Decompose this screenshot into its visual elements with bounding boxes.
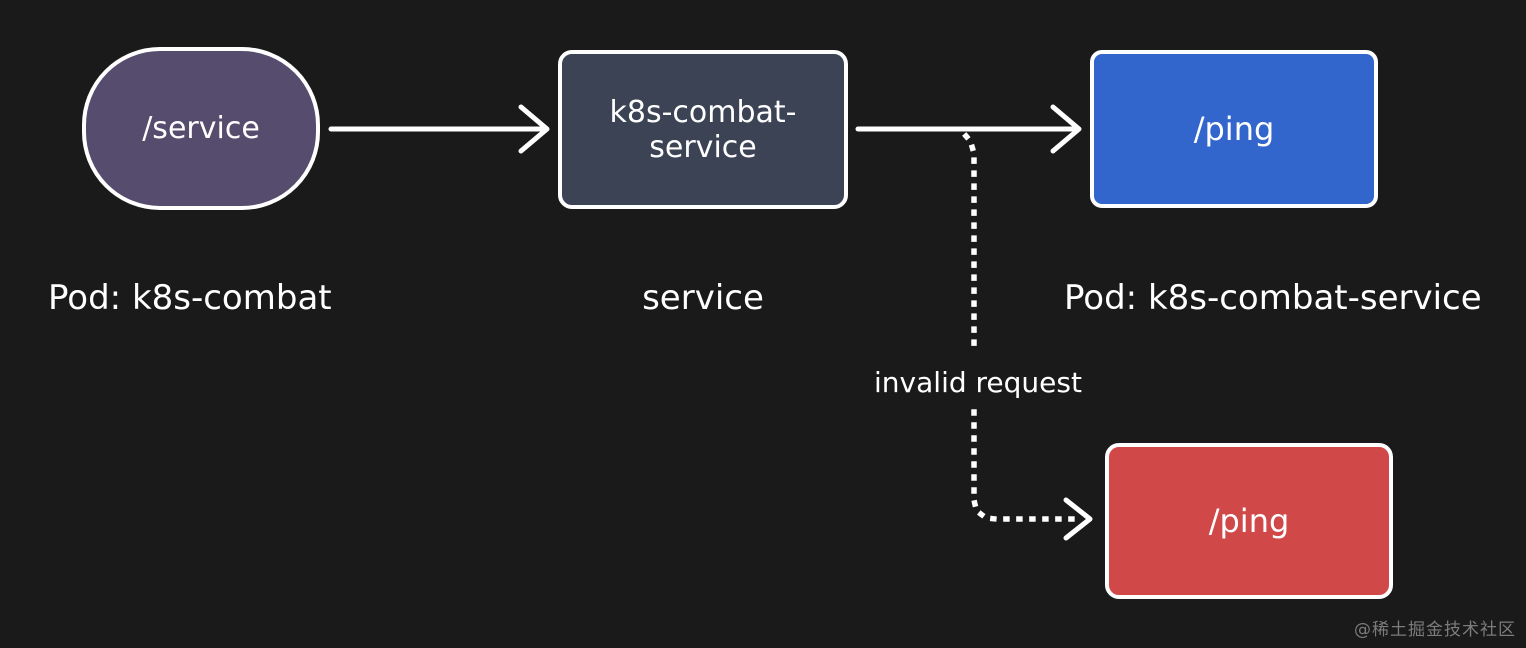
caption-service: service — [642, 278, 764, 318]
watermark: @稀土掘金技术社区 — [1354, 620, 1516, 640]
arrow-service-to-ping — [855, 104, 1082, 154]
node-k8s-combat-service-label: k8s-combat-service — [609, 94, 797, 165]
arrow-client-to-service — [328, 104, 550, 154]
arrow-invalid-request-head — [1063, 497, 1093, 541]
edge-label-invalid-request: invalid request — [874, 366, 1082, 399]
node-k8s-combat-service: k8s-combat-service — [558, 50, 848, 209]
caption-pod-k8s-combat: Pod: k8s-combat — [48, 278, 332, 318]
node-client-endpoint-label: /service — [142, 111, 260, 146]
node-ping-invalid: /ping — [1105, 443, 1393, 599]
node-ping-invalid-label: /ping — [1208, 502, 1290, 540]
arrow-invalid-request — [962, 132, 1077, 522]
node-ping-valid-label: /ping — [1193, 110, 1275, 148]
node-client-endpoint: /service — [82, 47, 320, 210]
caption-pod-k8s-combat-service: Pod: k8s-combat-service — [1064, 278, 1482, 318]
node-ping-valid: /ping — [1090, 50, 1378, 208]
